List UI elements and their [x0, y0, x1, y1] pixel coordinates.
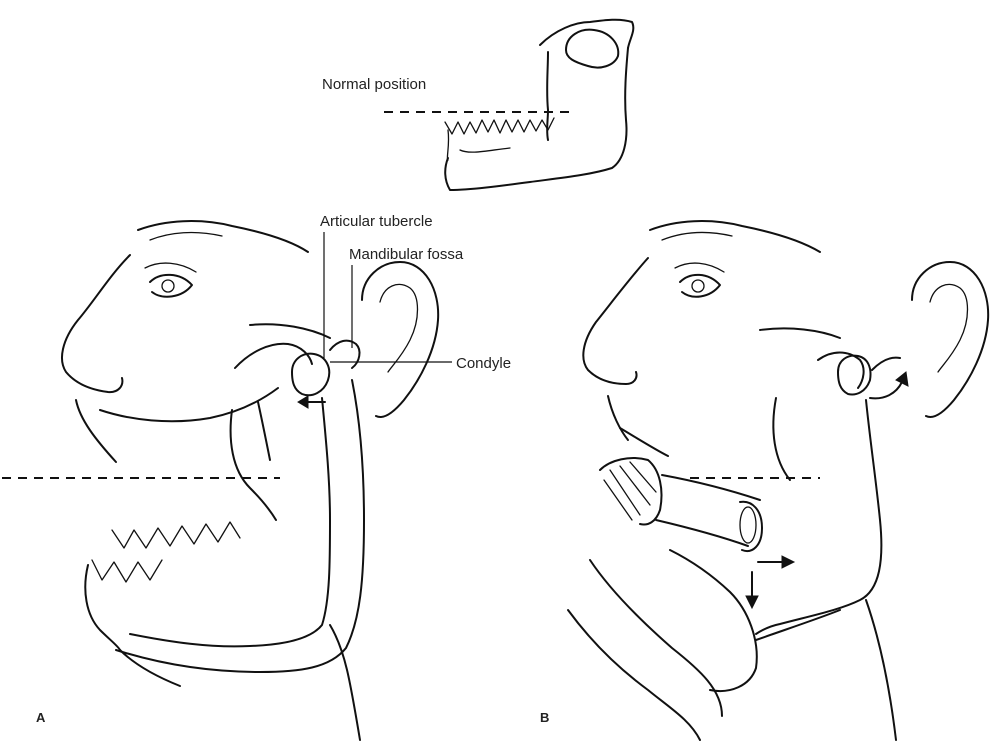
normal-condyle	[565, 28, 620, 69]
eye-a	[149, 273, 193, 298]
condyle-label: Condyle	[456, 355, 511, 372]
mandibular-fossa-label: Mandibular fossa	[349, 246, 464, 263]
eye-b	[679, 273, 721, 298]
normal-position-label: Normal position	[322, 76, 426, 93]
normal-position-mandible: Normal position	[322, 18, 635, 191]
lower-teeth-a	[111, 521, 241, 549]
panel-b-illustration: B	[540, 220, 990, 741]
normal-teeth	[444, 117, 555, 135]
panel-b-letter: B	[540, 710, 549, 725]
panel-a-labels: Articular tubercle Mandibular fossa Cond…	[36, 213, 511, 725]
gauze-wrap	[599, 457, 663, 526]
condyle-b	[837, 354, 872, 396]
articular-tubercle-label: Articular tubercle	[320, 213, 433, 230]
condyle-a	[291, 352, 331, 397]
panel-a-illustration	[2, 220, 440, 741]
ear-b	[911, 261, 990, 418]
panel-a-letter: A	[36, 710, 46, 725]
thumb-b	[661, 474, 761, 501]
ear-a	[361, 261, 440, 418]
